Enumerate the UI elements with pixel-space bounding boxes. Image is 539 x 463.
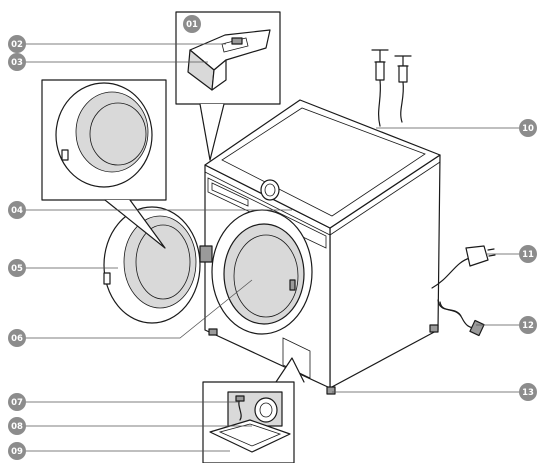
callout-03: 03: [8, 53, 26, 71]
drum: [223, 223, 305, 325]
callout-label: 05: [11, 264, 23, 274]
door-closeup-inset: [41, 79, 167, 249]
callout-01: 01: [183, 15, 201, 33]
leader-lines: [24, 43, 520, 452]
callout-label: 12: [522, 321, 534, 331]
callout-09: 09: [8, 442, 26, 460]
pump-filter: [254, 397, 278, 423]
filter-cover: [209, 419, 291, 453]
callout-label: 10: [522, 124, 534, 134]
callout-04: 04: [8, 201, 26, 219]
callout-06: 06: [8, 329, 26, 347]
callout-label: 03: [11, 58, 23, 68]
callout-label: 08: [11, 422, 23, 432]
callout-label: 11: [522, 250, 534, 260]
power-plug: [431, 245, 496, 289]
water-taps: [371, 49, 412, 127]
callout-05: 05: [8, 259, 26, 277]
callout-02: 02: [8, 35, 26, 53]
worktop: [204, 99, 441, 229]
callout-label: 13: [522, 388, 534, 398]
callout-08: 08: [8, 417, 26, 435]
drain-hose: [437, 299, 485, 337]
callout-11: 11: [519, 245, 537, 263]
pump-filter-inset: [202, 357, 305, 463]
callout-13: 13: [519, 383, 537, 401]
door: [103, 206, 213, 324]
drawer-handle: [231, 37, 243, 45]
callout-label: 09: [11, 447, 23, 457]
callout-label: 01: [186, 20, 198, 30]
callout-07: 07: [8, 393, 26, 411]
control-panel: [207, 177, 327, 249]
callout-label: 04: [11, 206, 23, 216]
levelling-feet: [208, 324, 439, 395]
detergent-drawer: [187, 29, 271, 91]
callout-12: 12: [519, 316, 537, 334]
callout-label: 02: [11, 40, 23, 50]
washing-machine: [103, 99, 441, 395]
program-dial: [260, 179, 280, 201]
callout-label: 07: [11, 398, 23, 408]
filter-cover-closed: [282, 337, 311, 379]
callout-10: 10: [519, 119, 537, 137]
callout-label: 06: [11, 334, 23, 344]
